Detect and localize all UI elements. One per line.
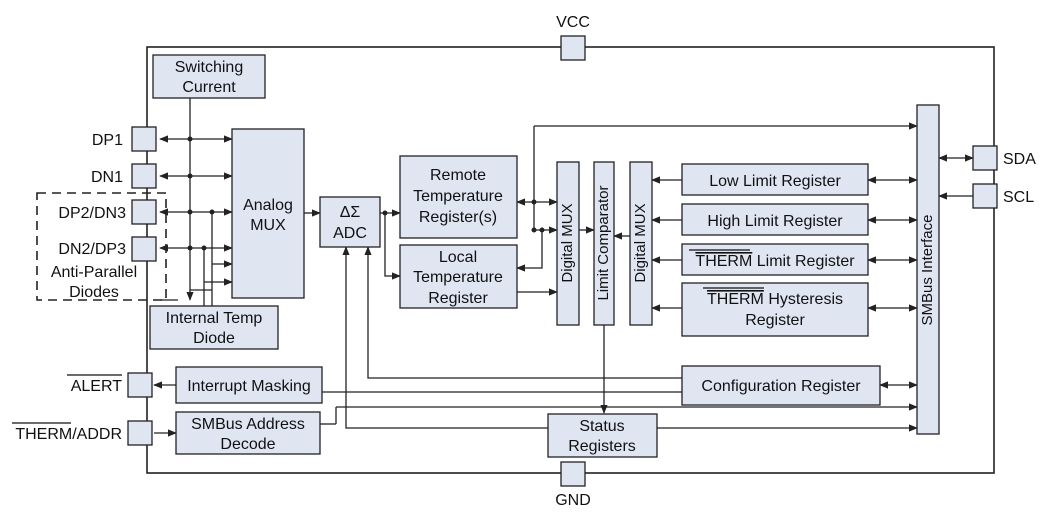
- local-temp-register-block: Local Temperature Register: [399, 244, 518, 309]
- dp1-label: DP1: [92, 132, 123, 149]
- digital-mux-left-block: Digital MUX: [556, 161, 580, 326]
- remote-temp-register-block: Remote Temperature Register(s): [399, 155, 518, 239]
- dp2-dn3-pin: [131, 199, 157, 225]
- svg-text:Interrupt Masking: Interrupt Masking: [187, 378, 311, 395]
- svg-text:Remote: Remote: [430, 167, 486, 184]
- svg-text:Internal Temp: Internal Temp: [166, 310, 263, 327]
- svg-text:Registers: Registers: [568, 438, 636, 455]
- configuration-register-block: Configuration Register: [681, 365, 881, 406]
- dp2-dn3-label: DP2/DN3: [58, 205, 126, 222]
- pin-labels: VCC GND DP1 DN1 DP2/DN3 DN2/DP3 Anti-Par…: [12, 14, 1036, 509]
- scl-label: SCL: [1003, 189, 1034, 206]
- svg-text:Limit Comparator: Limit Comparator: [595, 185, 612, 300]
- therm-hysteresis-register-block: THERM Hysteresis Register: [681, 282, 869, 337]
- svg-text:THERM Limit Register: THERM Limit Register: [695, 253, 855, 270]
- vcc-pin: [560, 35, 586, 61]
- svg-text:Register: Register: [745, 312, 805, 329]
- dn2-dp3-pin: [131, 236, 157, 262]
- svg-text:SMBus Interface: SMBus Interface: [919, 215, 936, 326]
- svg-text:Decode: Decode: [220, 436, 275, 453]
- gnd-pin: [560, 461, 586, 487]
- analog-mux-block: Analog MUX: [231, 128, 305, 299]
- sda-pin: [972, 145, 998, 171]
- svg-text:High Limit Register: High Limit Register: [707, 213, 843, 230]
- svg-text:Digital MUX: Digital MUX: [632, 203, 649, 282]
- svg-text:Current: Current: [182, 79, 236, 96]
- smbus-address-decode-block: SMBus Address Decode: [175, 411, 321, 455]
- status-registers-block: Status Registers: [547, 413, 658, 458]
- low-limit-register-block: Low Limit Register: [681, 163, 869, 196]
- digital-mux-right-block: Digital MUX: [629, 161, 653, 326]
- smbus-interface-block: SMBus Interface: [916, 104, 940, 435]
- svg-text:ΔΣ: ΔΣ: [340, 204, 361, 221]
- svg-text:Register(s): Register(s): [419, 209, 497, 226]
- internal-temp-diode-block: Internal Temp Diode: [149, 305, 279, 350]
- svg-text:Status: Status: [579, 418, 624, 435]
- switching-current-block: Switching Current: [152, 54, 266, 99]
- therm-limit-register-block: THERM Limit Register: [681, 243, 869, 276]
- therm-addr-pin: [127, 420, 153, 446]
- svg-text:Temperature: Temperature: [413, 269, 503, 286]
- interrupt-masking-block: Interrupt Masking: [175, 366, 323, 404]
- wires: [153, 98, 974, 437]
- dn2-dp3-label: DN2/DP3: [58, 241, 126, 258]
- gnd-label: GND: [555, 492, 591, 509]
- svg-text:Register: Register: [428, 290, 488, 307]
- dp1-pin: [131, 126, 157, 152]
- pins: [127, 35, 998, 487]
- anti-parallel-label: Anti-Parallel: [51, 264, 137, 281]
- high-limit-register-block: High Limit Register: [681, 203, 869, 236]
- sda-label: SDA: [1003, 151, 1036, 168]
- alert-label: ALERT: [71, 378, 123, 395]
- svg-text:Local: Local: [439, 249, 477, 266]
- scl-pin: [972, 183, 998, 209]
- svg-text:Digital MUX: Digital MUX: [559, 203, 576, 282]
- alert-pin: [127, 372, 153, 398]
- svg-text:THERM Hysteresis: THERM Hysteresis: [707, 291, 843, 308]
- svg-text:MUX: MUX: [250, 217, 286, 234]
- svg-text:ADC: ADC: [333, 225, 367, 242]
- svg-text:Temperature: Temperature: [413, 188, 503, 205]
- vcc-label: VCC: [556, 14, 590, 31]
- dn1-label: DN1: [91, 169, 123, 186]
- svg-text:Configuration Register: Configuration Register: [701, 378, 861, 395]
- adc-block: ΔΣ ADC: [319, 196, 381, 248]
- svg-text:Analog: Analog: [243, 197, 293, 214]
- dn1-pin: [131, 163, 157, 189]
- svg-text:Switching: Switching: [175, 59, 243, 76]
- limit-comparator-block: Limit Comparator: [593, 161, 615, 326]
- diodes-label: Diodes: [69, 284, 119, 301]
- svg-text:Low Limit Register: Low Limit Register: [709, 173, 841, 190]
- therm-addr-label: THERM/ADDR: [15, 426, 122, 443]
- svg-text:SMBus Address: SMBus Address: [191, 416, 305, 433]
- svg-text:Diode: Diode: [193, 330, 235, 347]
